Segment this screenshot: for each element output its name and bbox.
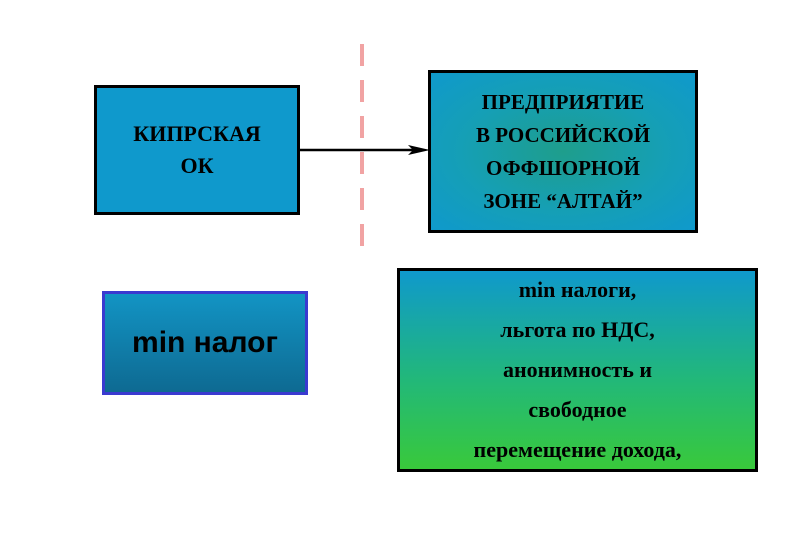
- arrow-connector: [300, 145, 430, 155]
- cyprus-company-line-1: КИПРСКАЯ: [133, 121, 261, 146]
- cyprus-company-box: КИПРСКАЯ ОК: [94, 85, 300, 215]
- enterprise-line-2: В РОССИЙСКОЙ: [475, 122, 651, 147]
- benefits-line-2: льгота по НДС,: [500, 317, 655, 342]
- arrow-head: [408, 145, 430, 155]
- cyprus-company-line-2: ОК: [180, 153, 214, 178]
- benefits-line-1: min налоги,: [518, 277, 637, 302]
- enterprise-line-3: ОФФШОРНОЙ: [486, 155, 640, 180]
- altai-enterprise-box: ПРЕДПРИЯТИЕ В РОССИЙСКОЙ ОФФШОРНОЙ ЗОНЕ …: [428, 70, 698, 233]
- min-tax-label: min налог: [132, 326, 278, 359]
- benefits-box: min налоги, льгота по НДС, анонимность и…: [397, 268, 758, 472]
- dashed-divider-line: [360, 44, 364, 252]
- min-tax-box: min налог: [102, 291, 308, 395]
- benefits-line-5: перемещение дохода,: [473, 437, 682, 462]
- benefits-line-3: анонимность и: [502, 357, 653, 382]
- enterprise-line-1: ПРЕДПРИЯТИЕ: [481, 89, 645, 114]
- benefits-line-4: свободное: [528, 397, 627, 422]
- enterprise-line-4: ЗОНЕ “АЛТАЙ”: [483, 188, 643, 213]
